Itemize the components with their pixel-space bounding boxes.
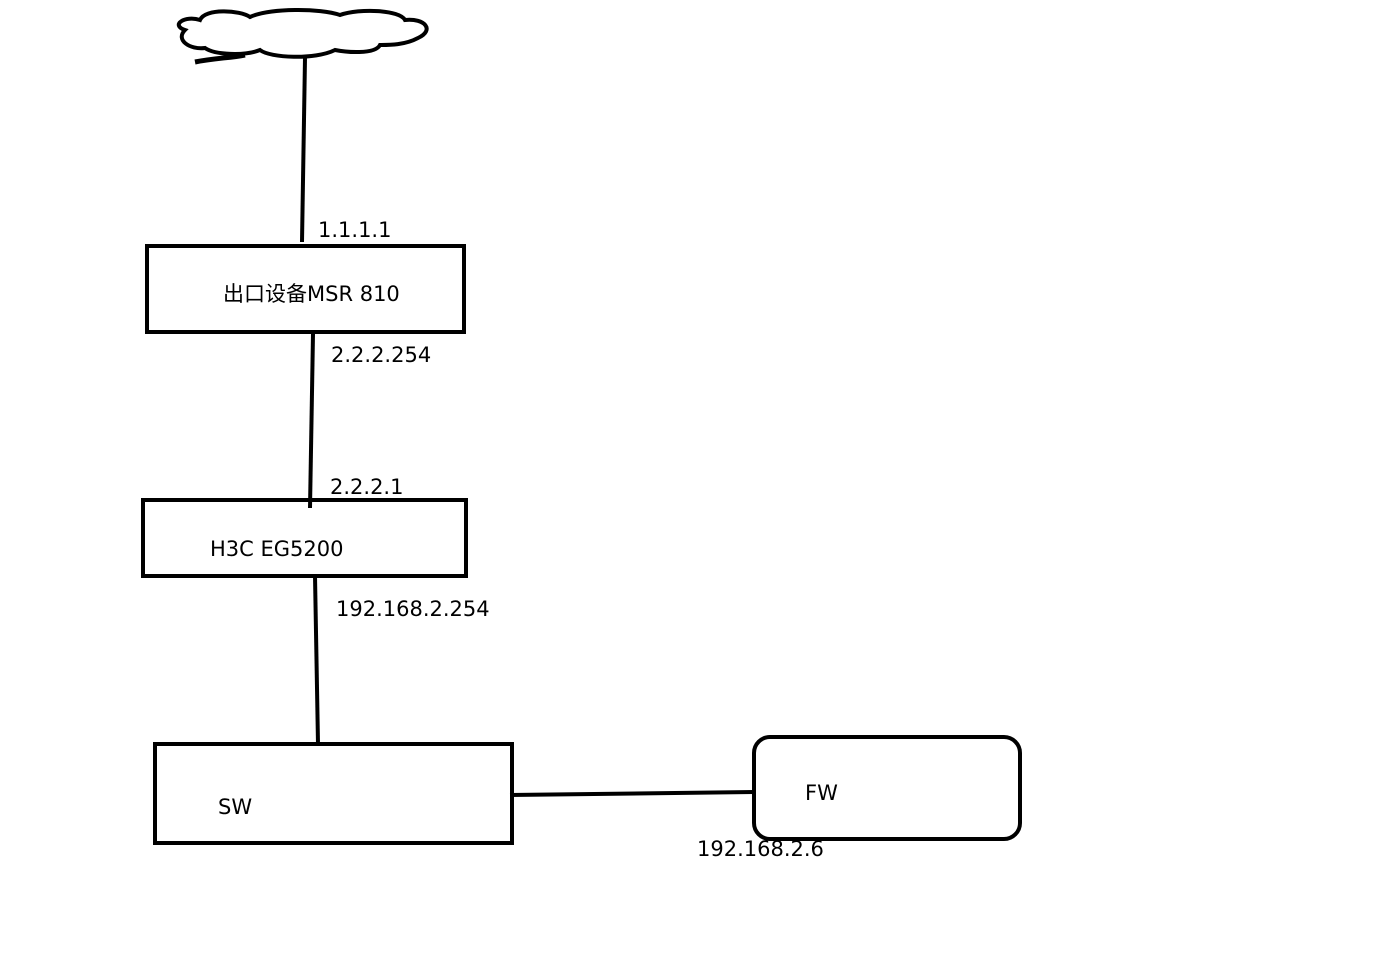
node-msr-box[interactable]: [145, 244, 466, 334]
sw-label: SW: [218, 795, 253, 819]
link-cloud-msr: [300, 57, 307, 243]
fw-label: FW: [805, 781, 838, 805]
link-msr-eg: [308, 333, 315, 509]
node-fw-box[interactable]: [752, 735, 1022, 841]
link-eg-sw: [313, 575, 320, 745]
eg-lan-ip: 192.168.2.254: [336, 597, 490, 621]
node-eg-box[interactable]: [141, 498, 468, 578]
msr-lan-ip: 2.2.2.254: [331, 343, 432, 367]
internet-cloud-icon: [176, 8, 429, 59]
msr-label: 出口设备MSR 810: [223, 282, 400, 306]
eg-label: H3C EG5200: [210, 537, 344, 561]
link-sw-fw: [509, 790, 755, 797]
fw-ip: 192.168.2.6: [697, 837, 824, 861]
eg-wan-ip: 2.2.2.1: [330, 475, 404, 499]
node-sw-box[interactable]: [153, 742, 514, 845]
msr-wan-ip: 1.1.1.1: [318, 218, 392, 242]
cloud-tail: [194, 52, 246, 65]
